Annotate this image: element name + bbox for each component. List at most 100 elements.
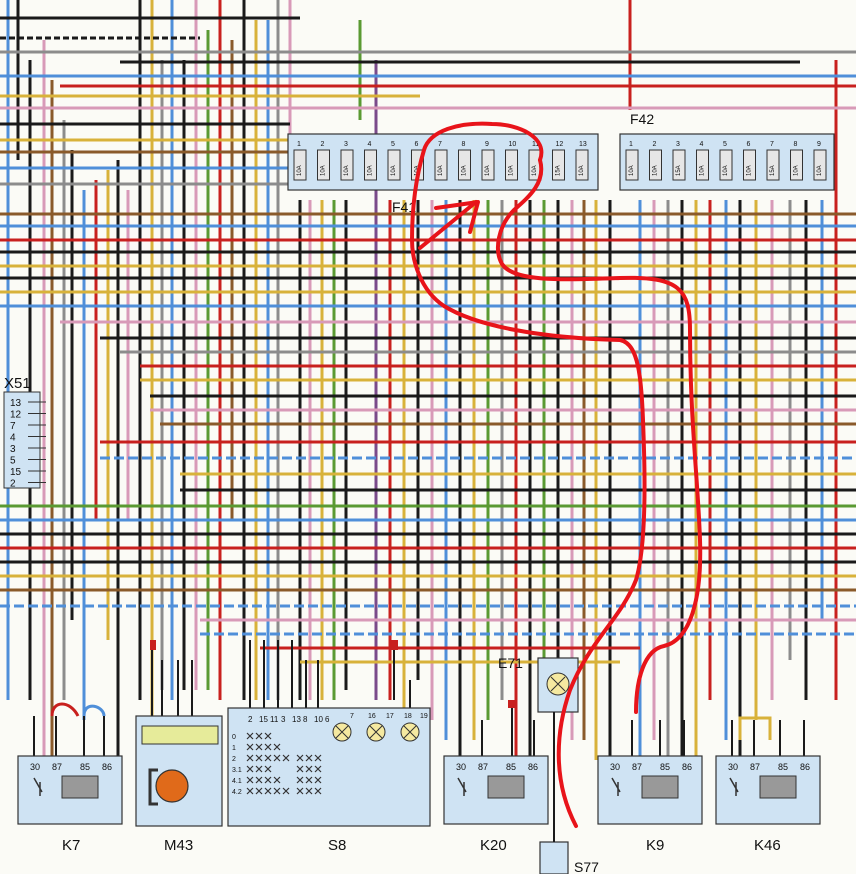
- f41-fuse-rating: 10A: [344, 165, 350, 176]
- f42-fuse-rating: 10A: [794, 165, 800, 176]
- f41-fuse-number: 10: [509, 141, 517, 148]
- switch-s8-contact: [264, 776, 272, 784]
- f42-fuse-number: 1: [629, 141, 633, 148]
- f41-fuse-number: 5: [391, 141, 395, 148]
- f42-fuse-rating: 10A: [700, 165, 706, 176]
- switch-s8-contact: [246, 765, 254, 773]
- relay-k7-label: K7: [62, 837, 80, 854]
- f42-fuse-number: 6: [747, 141, 751, 148]
- switch-s8-contact: [255, 743, 263, 751]
- f42-fuse-rating: 10A: [747, 165, 753, 176]
- relay-pin-label: 86: [528, 762, 538, 772]
- f41-fuse: 13 10A: [575, 141, 589, 181]
- switch-s8-contact: [314, 776, 322, 784]
- f42-fuse-rating: 10A: [653, 165, 659, 176]
- f42-fuse-number: 9: [817, 141, 821, 148]
- switch-s8-label: S8: [328, 837, 346, 854]
- relay-pin-label: 87: [632, 762, 642, 772]
- f42-fuse-number: 8: [794, 141, 798, 148]
- f42-fuse-rating: 10A: [629, 165, 635, 176]
- f42-fuse: 6 10A: [743, 141, 756, 181]
- f42-fuse-number: 3: [676, 141, 680, 148]
- f42-fuse: 9 10A: [813, 141, 827, 181]
- f42-fuse-rating: 15A: [676, 165, 682, 176]
- f41-fuse-number: 3: [344, 141, 348, 148]
- f41-fuse: 1 10A: [293, 141, 307, 181]
- switch-s8-contact: [246, 776, 254, 784]
- f41-fuse-rating: 10A: [532, 165, 538, 176]
- f41-fuse-rating: 10A: [297, 165, 303, 176]
- relay-k20-label: K20: [480, 837, 507, 854]
- lamp-e71-label: E71: [498, 655, 523, 671]
- switch-s8-contact: [246, 743, 254, 751]
- switch-s8-contact: [255, 754, 263, 762]
- vertical-wires: [6, 0, 838, 820]
- f41-fuse-number: 1: [297, 141, 301, 148]
- switch-s8-position-label: 4.2: [232, 789, 242, 796]
- switch-s8-pin-label: 6: [325, 715, 330, 724]
- f41-fuse-number: 4: [368, 141, 372, 148]
- connector-pin-label: 2: [10, 479, 16, 490]
- f41-fuse-number: 9: [485, 141, 489, 148]
- switch-s8-pin-label: 15: [259, 715, 268, 724]
- switch-s8-contact: [255, 787, 263, 795]
- switch-s8-contact: [255, 776, 263, 784]
- f42-fuse-rating: 10A: [817, 165, 823, 176]
- f42-fuse: 1 10A: [625, 141, 639, 181]
- f41-fuse-rating: 10A: [438, 165, 444, 176]
- switch-s8-position-label: 3.1: [232, 767, 242, 774]
- relay-pin-label: 87: [52, 762, 62, 772]
- switch-s8-contact: [246, 732, 254, 740]
- relay-k9-label: K9: [646, 837, 664, 854]
- f41-fuse: 7 10A: [434, 141, 448, 181]
- switch-s8-pin-label: 8: [303, 715, 308, 724]
- switch-s8-contact: [273, 754, 281, 762]
- connector-pin-label: 13: [10, 398, 22, 409]
- switch-s8-contact: [273, 743, 281, 751]
- f41-fuse-rating: 10A: [579, 165, 585, 176]
- f41-fuse: 12 15A: [552, 141, 565, 181]
- fusebox-f42-label: F42: [630, 111, 654, 127]
- motor-icon: [155, 769, 189, 803]
- relay-pin-label: 87: [478, 762, 488, 772]
- f41-fuse: 5 10A: [387, 141, 401, 181]
- switch-s8-position-label: 2: [232, 756, 236, 763]
- switch-s8-contact: [282, 754, 290, 762]
- f42-fuse: 3 15A: [672, 141, 686, 181]
- connector-pin-label: 12: [10, 410, 22, 421]
- switch-s8-contact: [314, 765, 322, 773]
- f41-fuse-rating: 15A: [556, 165, 562, 176]
- f41-fuse-number: 8: [462, 141, 466, 148]
- relay-pin-label: 30: [30, 762, 40, 772]
- f41-fuse-number: 12: [556, 141, 564, 148]
- relay-pin-label: 85: [506, 762, 516, 772]
- f41-fuse: 3 10A: [340, 141, 354, 181]
- annotation-red-trace: [410, 121, 703, 828]
- relay-pin-label: 87: [750, 762, 760, 772]
- switch-s8-contact: [246, 754, 254, 762]
- switch-s8-pin-label: 13: [292, 715, 301, 724]
- switch-s8-contact: [305, 754, 313, 762]
- switch-s8-contact: [282, 787, 290, 795]
- relay-pin-label: 85: [660, 762, 670, 772]
- f41-fuse-number: 7: [438, 141, 442, 148]
- f42-fuse-number: 5: [723, 141, 727, 148]
- switch-s8-contact: [255, 732, 263, 740]
- f41-fuse-rating: 10A: [391, 165, 397, 176]
- switch-s8-contact: [264, 765, 272, 773]
- f41-fuse-number: 13: [579, 141, 587, 148]
- f42-fuse: 8 10A: [790, 141, 803, 181]
- f41-fuse: 9 10A: [481, 141, 495, 181]
- f42-fuse-rating: 15A: [770, 165, 776, 176]
- relay-pin-label: 86: [800, 762, 810, 772]
- connector-pin-label: 4: [10, 433, 16, 444]
- switch-s8-lamps: [332, 722, 420, 742]
- relay-pin-label: 85: [778, 762, 788, 772]
- f41-fuse-rating: 10A: [485, 165, 491, 176]
